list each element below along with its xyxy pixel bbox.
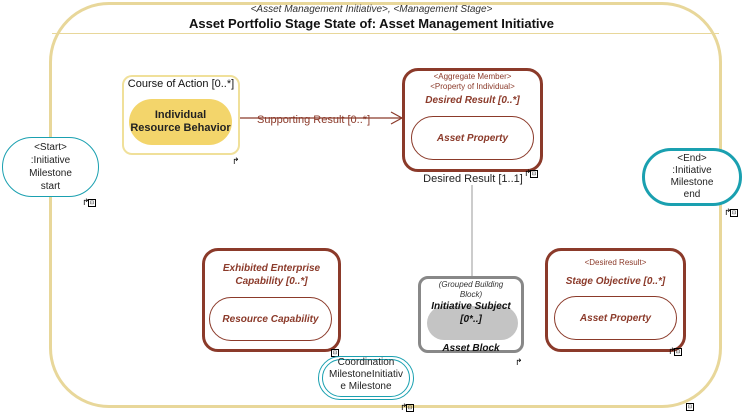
expand-box-icon[interactable]: ⊡ <box>730 208 738 217</box>
stage-objective-title: Stage Objective [0..*] <box>565 276 666 287</box>
corner-arrow-icon[interactable]: ↱ <box>524 168 532 178</box>
expand-box-icon[interactable]: ⊡ <box>88 198 96 207</box>
corner-arrow-icon[interactable]: ↱ <box>400 402 408 412</box>
exhibited-title-line-1: Exhibited Enterprise <box>222 263 321 274</box>
initiative-subject-line-2: [0*..] <box>460 314 482 325</box>
initiative-subject-line-1: Initiative Subject <box>431 301 511 312</box>
initiative-subject-shape[interactable] <box>427 306 518 340</box>
start-line-4: start <box>40 181 61 192</box>
coordination-milestone-inner-ring <box>322 359 410 397</box>
end-line-2: :Initiative <box>672 165 712 176</box>
start-line-1: <Start> <box>34 142 67 153</box>
end-line-4: end <box>683 189 701 200</box>
supporting-result-label: Supporting Result [0..*] <box>257 114 371 126</box>
end-line-1: <End> <box>677 153 707 164</box>
coordination-milestone-text: Coordination MilestoneInitiativ e Milest… <box>318 357 414 393</box>
start-line-2: :Initiative <box>30 155 71 166</box>
start-mini-icons[interactable]: ↱⊡ <box>82 197 96 207</box>
asset-block-stereotype-1: (Grouped Building <box>438 280 504 289</box>
expand-box-icon[interactable]: ⊡ <box>674 347 682 356</box>
stage-objective-stereotype: <Desired Result> <box>584 258 647 267</box>
coord-mini-icons[interactable]: ↱⊡ <box>400 402 414 412</box>
corner-arrow-icon[interactable]: ↱ <box>82 197 90 207</box>
desired-result-stereotype-2: <Property of Individual> <box>430 82 515 91</box>
exhibited-capability-title: Exhibited Enterprise Capability [0..*] <box>206 262 337 288</box>
header-divider <box>52 33 719 34</box>
corner-arrow-icon[interactable]: ↱ <box>668 346 676 356</box>
coordination-line-1: Coordination <box>337 357 395 368</box>
asset-block-stereotype-2: Block) <box>459 290 483 299</box>
desired-result-title: Desired Result [0..*] <box>425 95 520 106</box>
stage-objective-asset-property[interactable]: Asset Property <box>554 296 677 340</box>
asset-block-label: Asset Block <box>442 343 500 354</box>
asset-block-stereotype: (Grouped Building Block) <box>420 280 522 300</box>
dr-mini-icons[interactable]: ↱⊡ <box>524 168 538 178</box>
exhibited-title-line-2: Capability [0..*] <box>235 276 308 287</box>
container-mini-icons[interactable]: ⊡ <box>686 401 700 411</box>
desired-result-asset-property[interactable]: Asset Property <box>411 116 534 160</box>
end-milestone[interactable]: <End> :Initiative Milestone end <box>642 148 742 206</box>
diagram-title: Asset Portfolio Stage State of: Asset Ma… <box>188 16 555 31</box>
expand-box-icon[interactable]: ⊡ <box>686 402 694 411</box>
so-mini-icons[interactable]: ↱⊡ <box>668 346 682 356</box>
corner-arrow-icon[interactable]: ↱ <box>515 357 523 367</box>
coordination-line-3: e Milestone <box>340 381 392 392</box>
corner-arrow-icon[interactable]: ↱ <box>724 207 732 217</box>
start-line-3: Milestone <box>29 168 72 179</box>
resource-capability[interactable]: Resource Capability <box>209 297 332 341</box>
coordination-line-2: MilestoneInitiativ <box>329 369 403 380</box>
initiative-subject: Initiative Subject [0*..] <box>420 300 522 326</box>
expand-box-icon[interactable]: ⊡ <box>530 169 538 178</box>
desired-result-stereotype-1: <Aggregate Member> <box>433 72 512 81</box>
course-of-action-label: Course of Action [0..*] <box>127 78 235 90</box>
end-line-3: Milestone <box>670 177 714 188</box>
container-stereotype: <Asset Management Initiative>, <Manageme… <box>250 4 493 15</box>
desired-result-bottom-label: Desired Result [1..1] <box>423 173 523 185</box>
end-mini-icons[interactable]: ↱⊡ <box>724 207 738 217</box>
corner-arrow-icon[interactable]: ↱ <box>232 156 240 166</box>
coa-mini-icons[interactable]: ↱ <box>232 156 246 166</box>
ab-mini-icons[interactable]: ↱ <box>515 357 529 367</box>
expand-box-icon[interactable]: ⊡ <box>406 403 414 412</box>
individual-resource-behavior[interactable]: Individual Resource Behavior <box>129 99 232 145</box>
start-milestone[interactable]: <Start> :Initiative Milestone start <box>2 137 99 197</box>
